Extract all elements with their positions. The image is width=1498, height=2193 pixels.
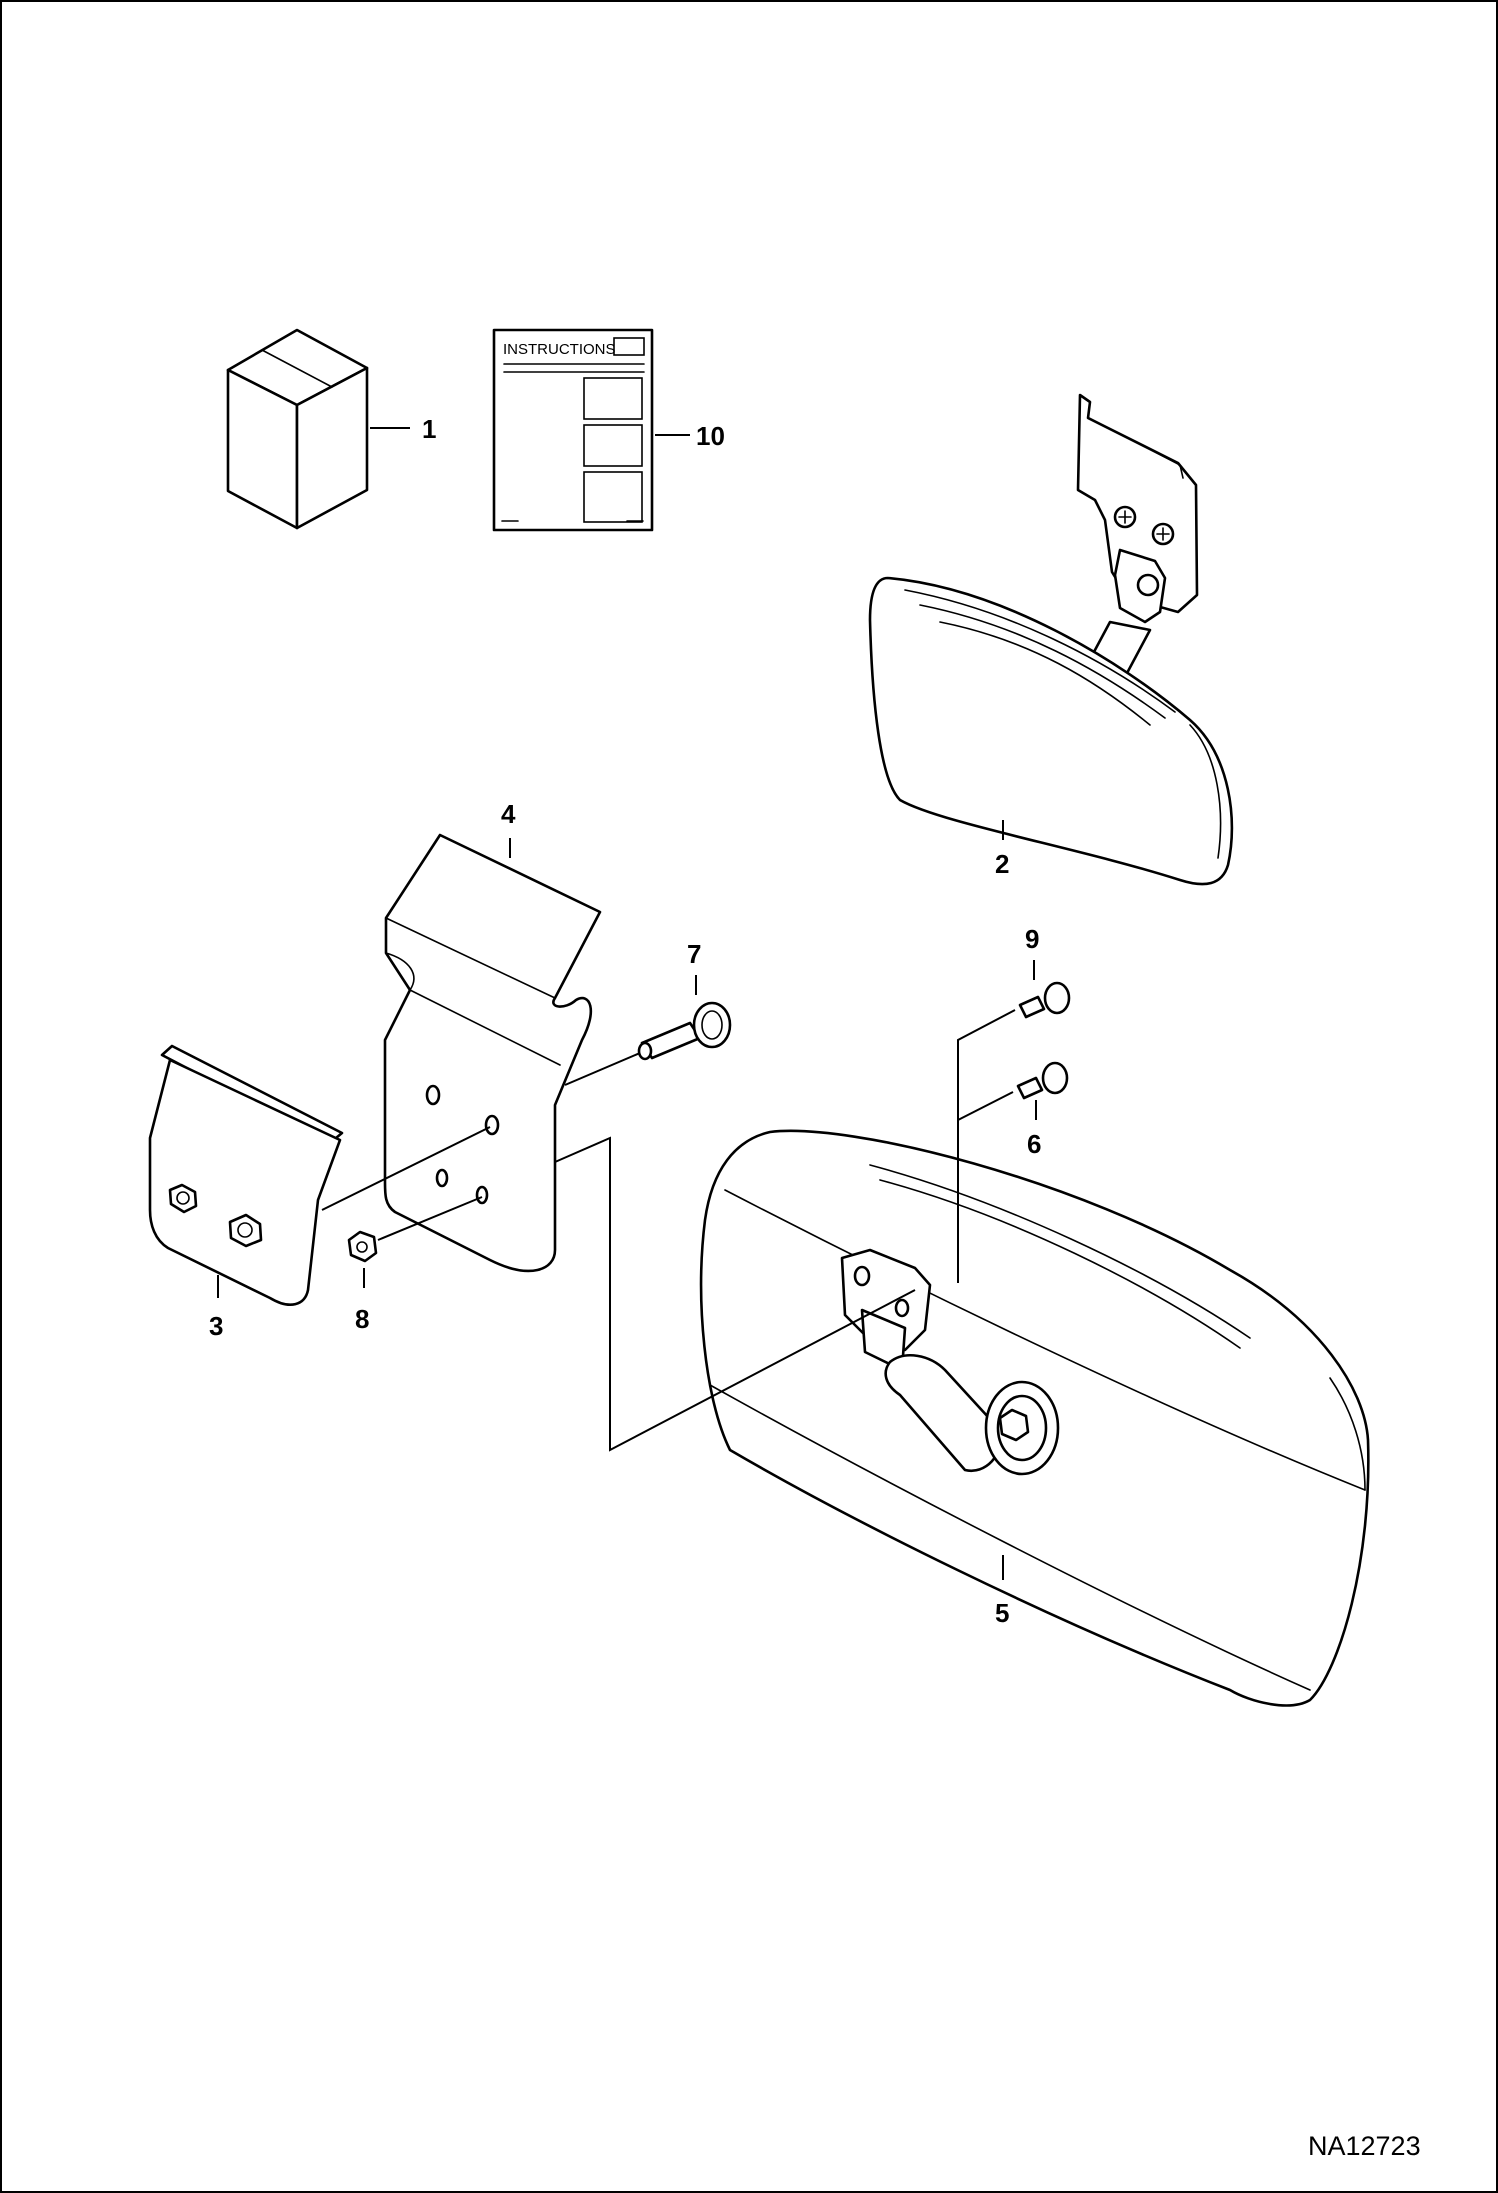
drawing-number: NA12723 (1308, 2131, 1421, 2161)
part-1-box (226, 328, 369, 530)
callout-9: 9 (1025, 924, 1039, 954)
part-8-nut (347, 1230, 378, 1263)
assembly-center-lines (321, 1009, 1016, 1452)
part-2-mirror-assembly (868, 393, 1234, 886)
callout-5: 5 (995, 1598, 1009, 1628)
part-6-screw (1016, 1061, 1069, 1100)
instructions-heading: INSTRUCTIONS (503, 341, 616, 358)
part-3-clamp (148, 1044, 344, 1306)
part-10-instructions-sheet: INSTRUCTIONS (492, 328, 654, 532)
callout-4: 4 (501, 799, 516, 829)
part-4-bracket (383, 833, 602, 1273)
part-5-mirror (699, 1129, 1370, 1707)
callout-7: 7 (687, 939, 701, 969)
callout-10: 10 (696, 421, 725, 451)
part-9-screw (1018, 981, 1071, 1019)
callout-2: 2 (995, 849, 1009, 879)
callout-6: 6 (1027, 1129, 1041, 1159)
callout-3: 3 (209, 1311, 223, 1341)
callout-8: 8 (355, 1304, 369, 1334)
callout-1: 1 (422, 414, 436, 444)
part-7-bolt (637, 1001, 732, 1061)
